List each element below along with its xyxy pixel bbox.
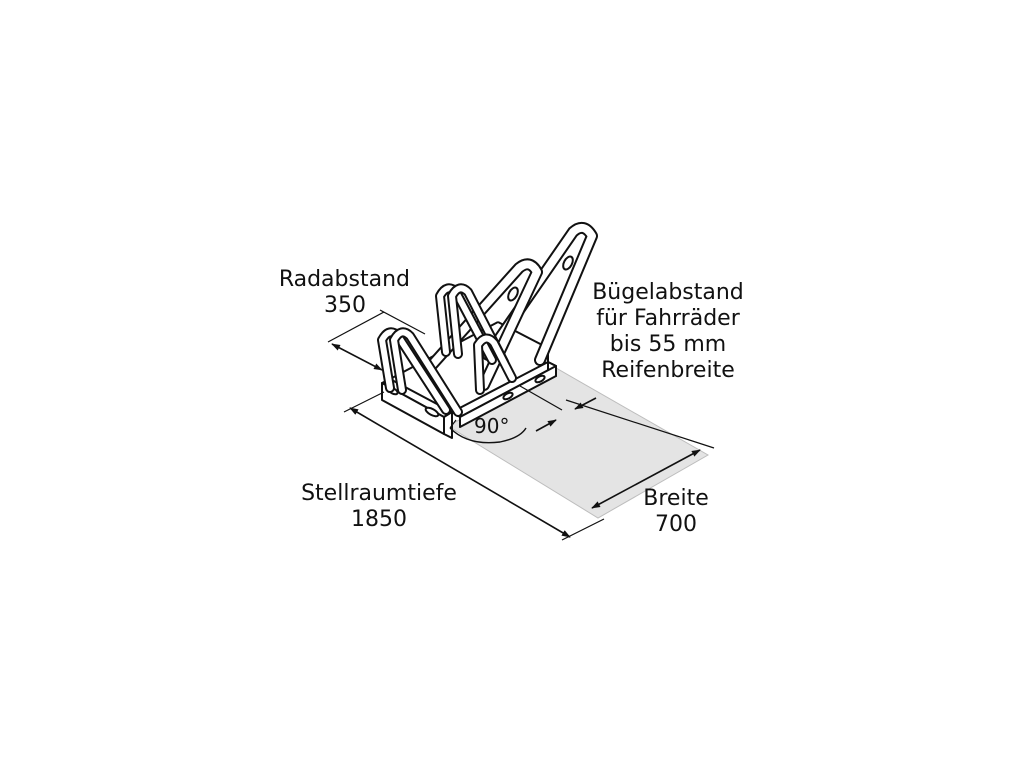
depth-title: Stellraumtiefe	[301, 481, 457, 506]
wheel-holder-rear	[435, 283, 509, 367]
wheel-holder-front	[377, 327, 463, 417]
width-value: 700	[655, 512, 697, 537]
bracket-spacing-line-4: Reifenbreite	[601, 358, 735, 383]
bike-bracket-rear	[482, 221, 598, 366]
bracket-spacing-line-3: bis 55 mm	[609, 332, 727, 357]
bracket-spacing-line-2: für Fahrräder	[596, 306, 740, 331]
wheel-spacing-label: Radabstand 350	[252, 267, 410, 319]
wheel-holder-mid	[473, 333, 517, 395]
dimension-lines	[327, 309, 715, 541]
depth-label: Stellraumtiefe 1850	[286, 481, 472, 533]
wheel-spacing-title: Radabstand	[278, 267, 410, 292]
width-label: Breite 700	[630, 486, 722, 538]
bike-bracket-front	[426, 258, 543, 391]
depth-value: 1850	[351, 507, 407, 532]
bracket-spacing-label: Bügelabstand für Fahrräder bis 55 mm Rei…	[578, 280, 758, 384]
width-title: Breite	[643, 486, 709, 511]
bracket-spacing-line-1: Bügelabstand	[592, 280, 744, 305]
wheel-spacing-value: 350	[324, 293, 366, 318]
angle-label: 90°	[474, 414, 510, 438]
